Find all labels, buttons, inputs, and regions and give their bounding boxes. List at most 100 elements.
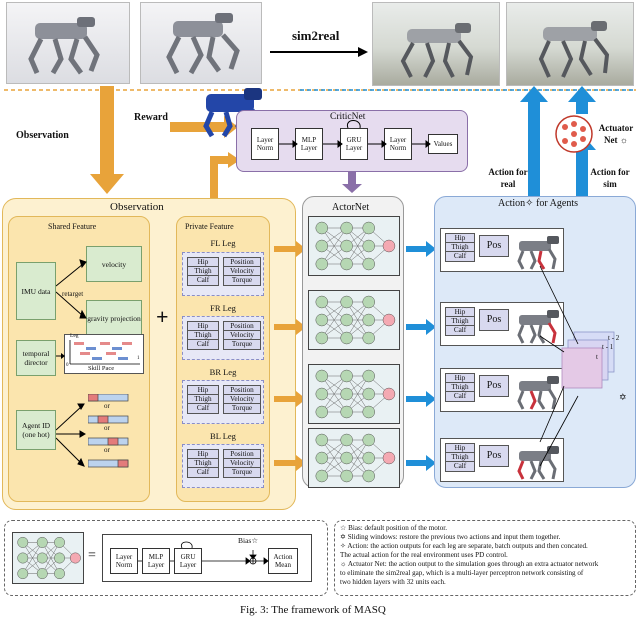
net-hidden-node [340,331,353,345]
net-hidden-node [362,451,375,465]
net-hidden-node [315,469,329,483]
critic-to-actor-arrow [342,172,362,193]
skill-pace-chart [64,334,144,374]
actor-net-title: ActorNet [332,202,370,213]
agent-pos-box: Pos [479,445,509,467]
bl-leg-group: Hip Thigh Calf Position Velocity Torque [182,444,264,488]
net-edge-0 [346,227,369,265]
obs-to-critic-arrow [210,152,240,198]
critic-connectors [279,120,431,148]
net-hidden-node [36,536,48,548]
net-hidden-node [315,387,329,401]
legend-gru-layer: GRU Layer [174,548,202,574]
agent-robot-icon [517,310,559,344]
net-hidden-node [315,295,329,309]
observation-down-arrow [90,86,124,194]
critic-net-title: CriticNet [330,112,366,122]
net-edge-3 [346,439,369,477]
sim-robot-figure-2 [166,13,240,75]
net-hidden-node [340,433,353,447]
net-hidden-node [340,257,353,271]
actuator-net-icon [555,115,593,153]
net-output-node [382,387,396,401]
net-hidden-node [340,469,353,483]
net-hidden-node [36,552,48,564]
imu-data-box: IMU data [16,262,56,320]
sim-robot-photo-2 [140,2,262,84]
note-action-2: The actual action for the real environme… [340,551,508,559]
actuator-net-label: Actuator Net ☼ [598,123,634,145]
critic-layer-norm-2: Layer Norm [384,128,412,160]
net-hidden-node [54,568,65,580]
br-leg-group: Hip Thigh Calf Position Velocity Torque [182,380,264,424]
skill-pace-label: Skill Pace [88,365,115,372]
legend-layer-norm: Layer Norm [110,548,138,574]
fl-leg-group: Hip Thigh Calf Position Velocity Torque [182,252,264,296]
window-label-t: t [596,353,598,361]
fl-leg-label: FL Leg [210,238,236,248]
bl-calf: Calf [187,467,219,478]
action-for-sim-label: Action for sim [590,167,630,189]
sim2real-arrow [270,47,368,57]
net-edge-2 [346,375,369,413]
real-robot-figure-2 [538,21,610,78]
sliding-window-symbol: ✡ [619,392,627,402]
legend-mlp-layer: MLP Layer [142,548,170,574]
net-hidden-node [340,405,353,419]
note-actuator-net-2: to eliminate the sim2real gap, which is … [340,569,584,577]
note-actuator-net-3: two hidden layers with 32 units each. [340,578,446,586]
critic-layer-norm-1: Layer Norm [251,128,279,160]
net-hidden-node [315,257,329,271]
sim-robot-figure-1 [28,17,100,75]
agent-pos-box: Pos [479,235,509,257]
net-edge-3 [321,439,347,477]
net-hidden-node [17,536,29,548]
br-calf: Calf [187,403,219,414]
velocity-box: velocity [86,246,142,282]
fr-torque: Torque [223,339,261,350]
legend-layer-group [102,534,312,582]
net-edge-legend [42,542,60,574]
net-hidden-node [36,568,48,580]
shared-feature-title: Shared Feature [48,222,97,231]
retarget-arrows [56,259,87,319]
net-hidden-node [340,369,353,383]
net-hidden-node [315,331,329,345]
br-torque: Torque [223,403,261,414]
net-edge-2 [321,375,347,413]
net-hidden-node [362,239,375,253]
net-output-node [382,313,396,327]
net-hidden-node [17,552,29,564]
critic-mlp-layer: MLP Layer [295,128,323,160]
net-hidden-node [315,433,329,447]
real-robot-photo-1 [372,2,500,86]
net-hidden-node [362,405,375,419]
net-edge-1 [321,301,347,339]
reward-label: Reward [134,112,168,123]
sim2real-label: sim2real [292,28,340,43]
private-feature-title: Private Feature [185,222,234,231]
net-hidden-node [315,239,329,253]
fr-leg-label: FR Leg [210,303,236,313]
right-blue-arrows [520,86,596,196]
net-hidden-node [315,369,329,383]
sim-robot-photo-1 [6,2,130,84]
agent-joint-2: Calf [445,325,475,336]
agent-robot-icon [517,236,559,270]
net-hidden-node [362,313,375,327]
agent-pos-box: Pos [479,309,509,331]
critic-gru-layer: GRU Layer [340,128,368,160]
net-hidden-node [362,469,375,483]
observation-arrow-label: Observation [16,130,69,141]
temporal-director-box: temporal director [16,340,56,376]
critic-values: Values [428,134,458,154]
fl-calf: Calf [187,275,219,286]
net-hidden-node [340,313,353,327]
note-bias: ☆ Bias: default position of the motor. [340,524,448,532]
agent-joint-2: Calf [445,251,475,262]
net-hidden-node [315,451,329,465]
skill-pace-tick-1: 1 [137,356,140,361]
net-output-node [382,451,396,465]
skill-pace-bars [69,340,140,365]
